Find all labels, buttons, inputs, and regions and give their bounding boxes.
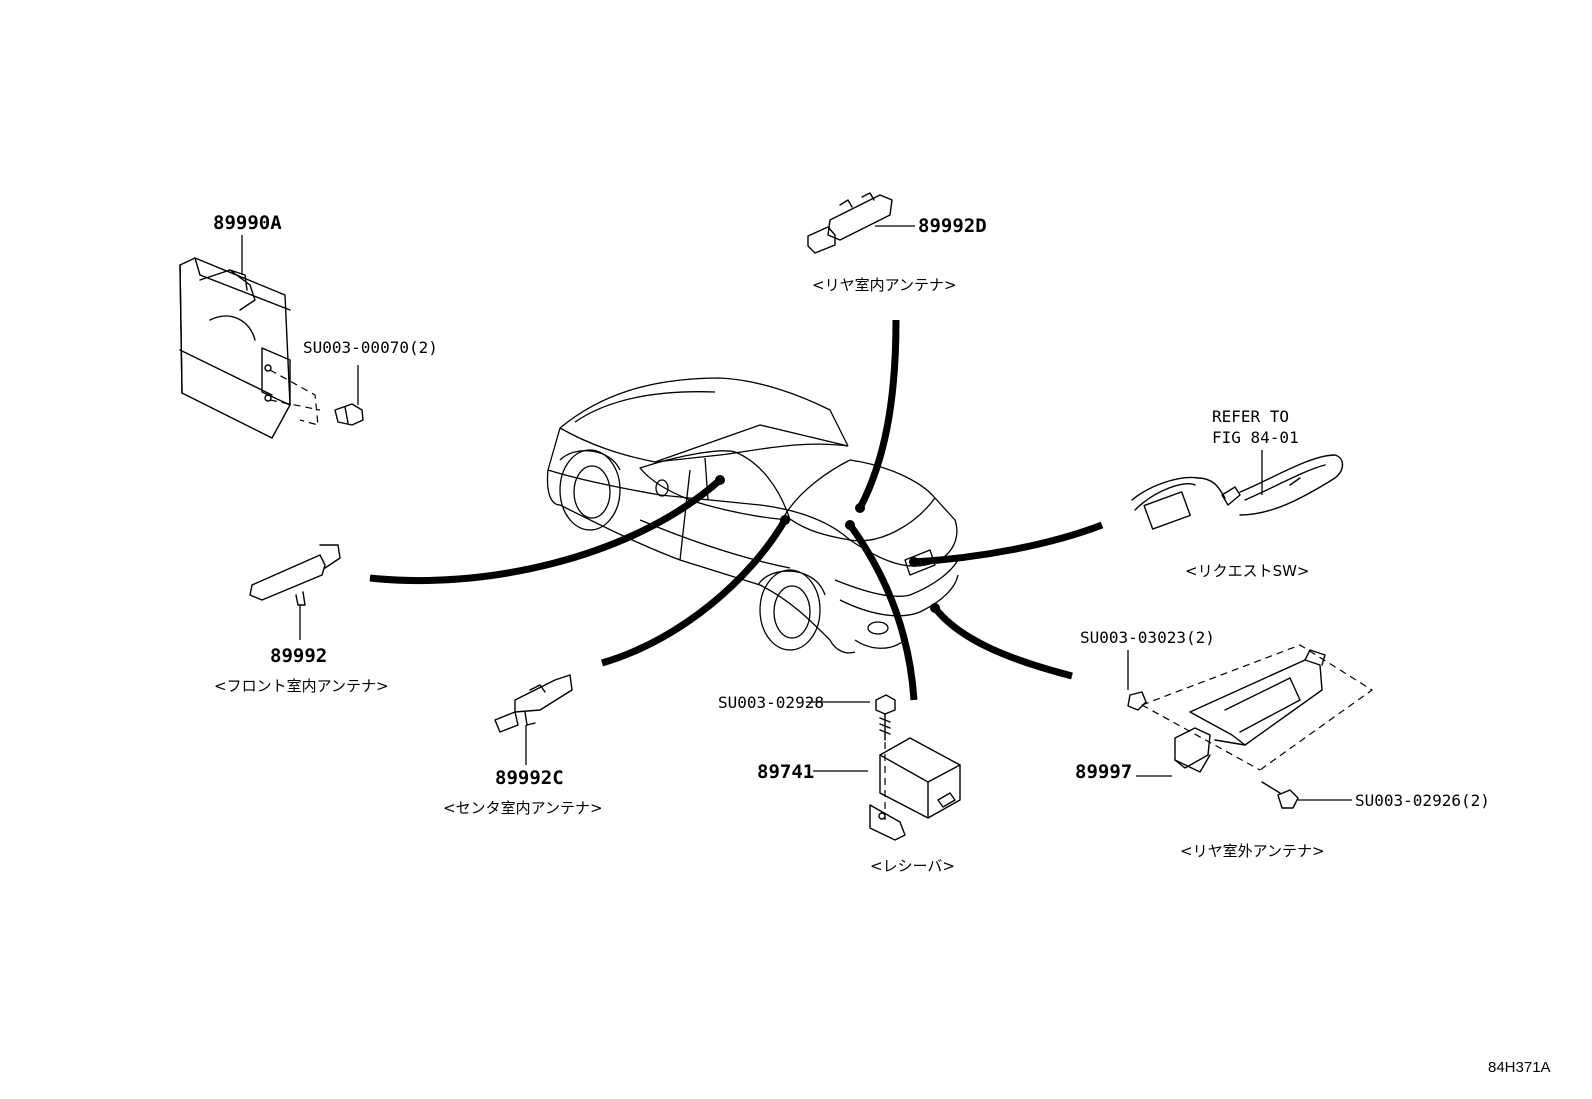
part-name-rear-interior-antenna: <リヤ室内アンテナ> — [812, 276, 957, 294]
callout-dot-switch — [909, 557, 919, 567]
callout-request-switch — [913, 521, 1104, 566]
part-number-89992: 89992 — [270, 645, 327, 667]
vehicle-outline — [546, 377, 961, 654]
callout-front-antenna — [369, 477, 723, 585]
part-number-89990A: 89990A — [213, 212, 282, 234]
request-switch-part — [1131, 454, 1344, 530]
callout-dot-front — [715, 475, 725, 485]
rear-interior-antenna-part — [807, 192, 893, 254]
part-name-front-interior-antenna: <フロント室内アンテナ> — [214, 677, 389, 695]
part-number-89992C: 89992C — [495, 767, 564, 789]
callout-dot-exterior — [930, 603, 940, 613]
callout-exterior-antenna — [932, 605, 1073, 680]
rear-exterior-antenna-part — [1174, 649, 1326, 773]
bolt-02928 — [875, 694, 896, 741]
part-number-89992D: 89992D — [918, 215, 987, 237]
callout-dot-receiver — [845, 520, 855, 530]
callout-lines — [369, 319, 1104, 701]
bolt-00070 — [334, 403, 364, 426]
front-interior-antenna-part — [249, 544, 341, 606]
receiver-part — [869, 737, 961, 841]
diagram-code: 84H371A — [1488, 1059, 1551, 1076]
callout-center-antenna — [601, 518, 789, 667]
part-name-receiver: <レシーバ> — [870, 857, 955, 875]
part-name-request-switch: <リクエストSW> — [1185, 562, 1310, 580]
callout-receiver — [847, 522, 918, 701]
callout-dot-center — [780, 515, 790, 525]
refer-to-line2: FIG 84-01 — [1212, 428, 1299, 447]
part-name-rear-exterior-antenna: <リヤ室外アンテナ> — [1180, 842, 1325, 860]
part-number-89997: 89997 — [1075, 761, 1132, 783]
bolt-number-02928: SU003-02928 — [718, 693, 824, 712]
nut-number-03023: SU003-03023(2) — [1080, 628, 1215, 647]
control-module-part — [179, 257, 291, 439]
nut-03023 — [1127, 691, 1147, 711]
bolt-number-00070: SU003-00070(2) — [303, 338, 438, 357]
callout-rear-antenna — [856, 319, 900, 510]
callout-dot-rear — [855, 503, 865, 513]
part-number-89741: 89741 — [757, 761, 814, 783]
screw-number-02926: SU003-02926(2) — [1355, 791, 1490, 810]
refer-to-line1: REFER TO — [1212, 407, 1289, 426]
center-interior-antenna-part — [494, 674, 573, 733]
screw-02926 — [1261, 781, 1299, 809]
part-name-center-interior-antenna: <センタ室内アンテナ> — [443, 799, 603, 817]
